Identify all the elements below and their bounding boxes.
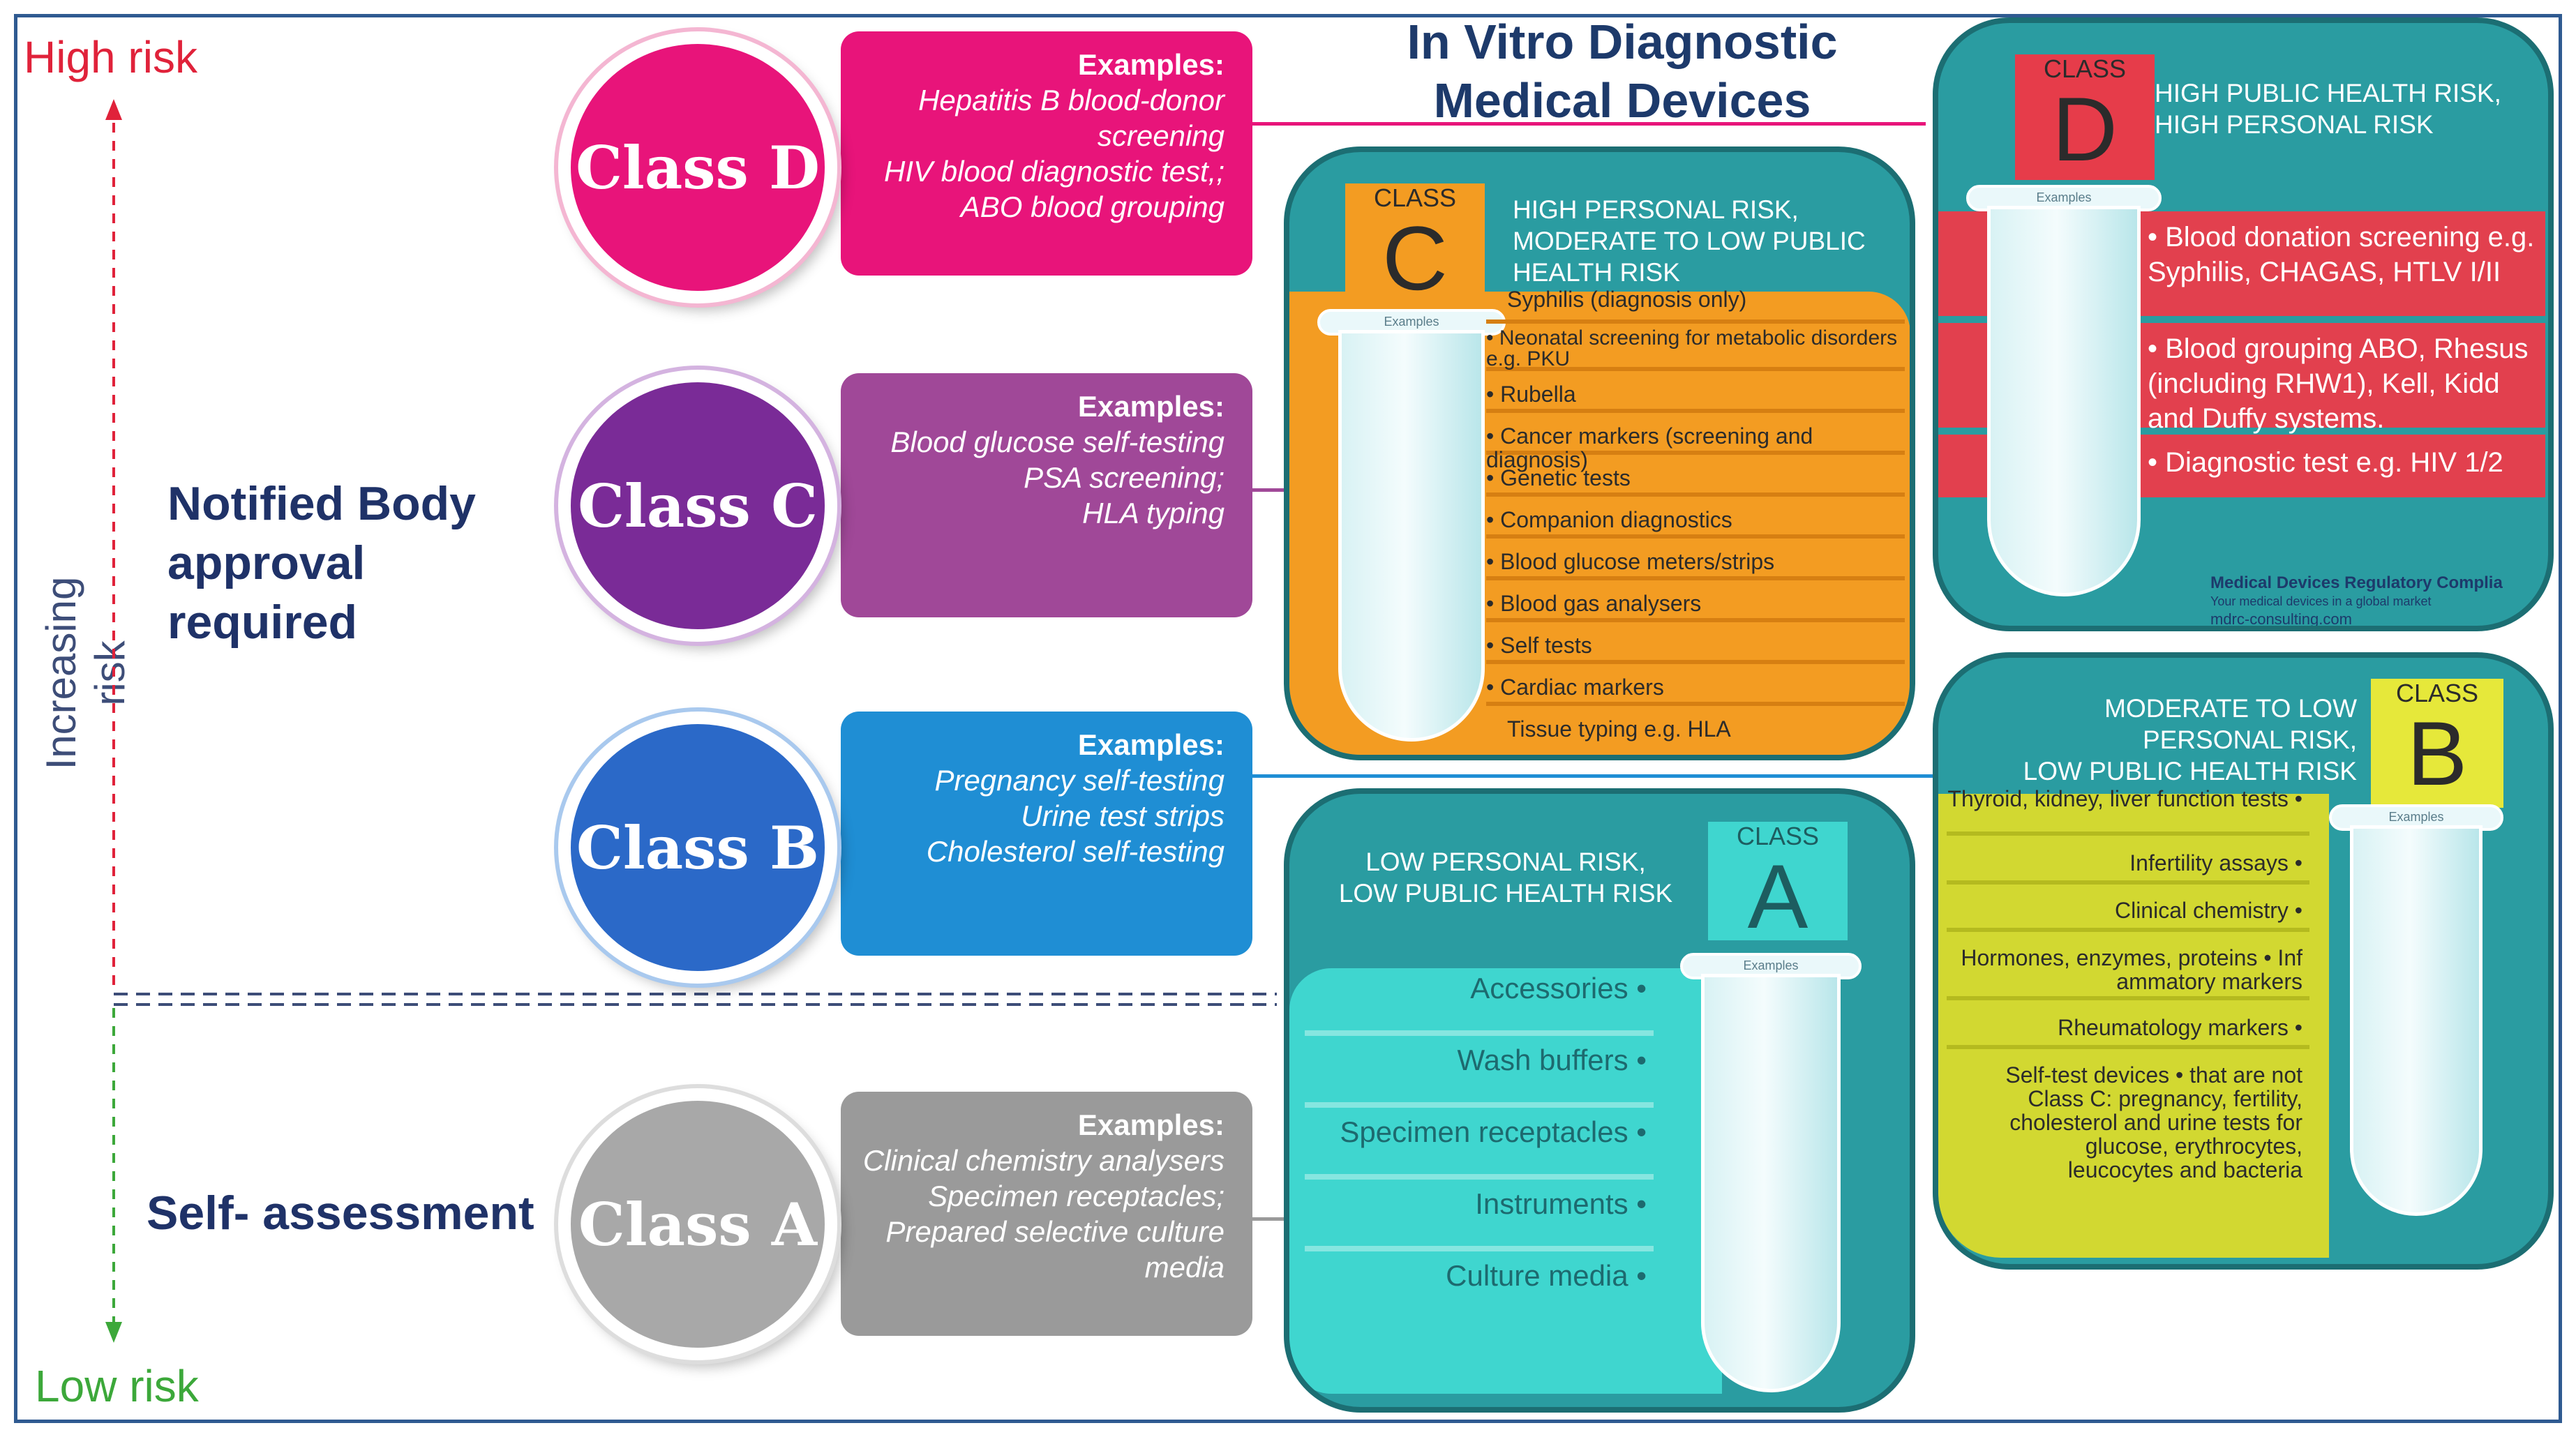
- diagram-frame: [14, 14, 2562, 1423]
- list-item: • Blood gas analysers: [1486, 585, 1905, 622]
- brand-label: Medical Devices Regulatory Complia Your …: [2210, 573, 2503, 628]
- list-item: Rheumatology markers •: [1947, 1009, 2309, 1049]
- class-c-badge: Class C: [558, 370, 837, 642]
- class-d-tag: CLASS D: [2015, 54, 2155, 180]
- list-item: Wash buffers •: [1305, 1041, 1654, 1108]
- self-assessment-label: Self- assessment: [147, 1187, 534, 1240]
- list-item: Infertility assays •: [1947, 844, 2309, 885]
- class-c-risk: HIGH PERSONAL RISK, MODERATE TO LOW PUBL…: [1513, 195, 1866, 287]
- class-c-tag: CLASS C: [1345, 183, 1485, 303]
- connector-b: [1242, 774, 1933, 778]
- class-a-risk: LOW PERSONAL RISK, LOW PUBLIC HEALTH RIS…: [1338, 848, 1673, 908]
- class-d-examples-box: Examples: Hepatitis B blood-donor screen…: [841, 31, 1252, 276]
- class-b-tag: CLASS B: [2371, 679, 2503, 808]
- panel-class-d: CLASS D HIGH PUBLIC HEALTH RISK, HIGH PE…: [1933, 17, 2554, 631]
- list-item: • Self tests: [1486, 626, 1905, 664]
- class-d-test-tube: [1987, 206, 2141, 596]
- low-risk-label: Low risk: [35, 1361, 199, 1411]
- connector-c: [1242, 488, 1291, 492]
- notified-body-label: Notified Body approval required: [167, 477, 476, 649]
- class-b-badge: Class B: [558, 712, 837, 984]
- list-item: Accessories •: [1305, 970, 1654, 1036]
- class-d-risk: HIGH PUBLIC HEALTH RISK, HIGH PERSONAL R…: [2155, 79, 2501, 139]
- list-item: Thyroid, kidney, liver function tests •: [1947, 787, 2309, 836]
- down-arrow-icon: [105, 1322, 122, 1343]
- list-item: • Genetic tests: [1486, 459, 1905, 497]
- class-a-list-bg: [1289, 968, 1722, 1394]
- class-b-list-bg: [1938, 794, 2329, 1258]
- class-c-test-tube: [1338, 330, 1485, 742]
- class-a-badge: Class A: [558, 1088, 837, 1360]
- class-b-risk: MODERATE TO LOW PERSONAL RISK, LOW PUBLI…: [2023, 694, 2357, 785]
- class-a-tag: CLASS A: [1708, 822, 1848, 942]
- connector-d: [1242, 122, 1926, 126]
- high-risk-label: High risk: [24, 32, 197, 82]
- class-d-badge: Class D: [558, 31, 837, 303]
- class-b-examples-box: Examples: Pregnancy self-testing Urine t…: [841, 712, 1252, 956]
- list-item: • Blood glucose meters/strips: [1486, 543, 1905, 580]
- class-b-test-tube: [2350, 825, 2483, 1216]
- list-item: Syphilis (diagnosis only): [1486, 287, 1905, 324]
- list-item: • Neonatal screening for metabolic disor…: [1486, 328, 1905, 371]
- list-item: • Cancer markers (screening and diagnosi…: [1486, 417, 1905, 472]
- panel-class-b: CLASS B MODERATE TO LOW PERSONAL RISK, L…: [1933, 652, 2554, 1270]
- class-a-examples-box: Examples: Clinical chemistry analysers S…: [841, 1092, 1252, 1336]
- class-a-test-tube: [1701, 974, 1841, 1392]
- list-item: Tissue typing e.g. HLA: [1507, 716, 1731, 742]
- connector-a: [1242, 1217, 1291, 1221]
- panel-class-a: CLASS A LOW PERSONAL RISK, LOW PUBLIC HE…: [1284, 788, 1915, 1413]
- list-item: Hormones, enzymes, proteins • Inf ammato…: [1947, 939, 2309, 1000]
- list-item: • Rubella: [1486, 375, 1905, 413]
- list-item: • Cardiac markers: [1486, 668, 1905, 706]
- list-item: Instruments •: [1305, 1185, 1654, 1251]
- class-c-examples-box: Examples: Blood glucose self-testing PSA…: [841, 373, 1252, 617]
- up-arrow-icon: [105, 99, 122, 120]
- list-item: Culture media •: [1446, 1259, 1647, 1292]
- list-item: Self-test devices • that are not Class C…: [2005, 1062, 2302, 1182]
- page-title: In Vitro Diagnostic Medical Devices: [1407, 15, 1838, 128]
- list-item: Specimen receptacles •: [1305, 1113, 1654, 1180]
- list-item: Clinical chemistry •: [1947, 891, 2309, 932]
- list-item: • Companion diagnostics: [1486, 501, 1905, 539]
